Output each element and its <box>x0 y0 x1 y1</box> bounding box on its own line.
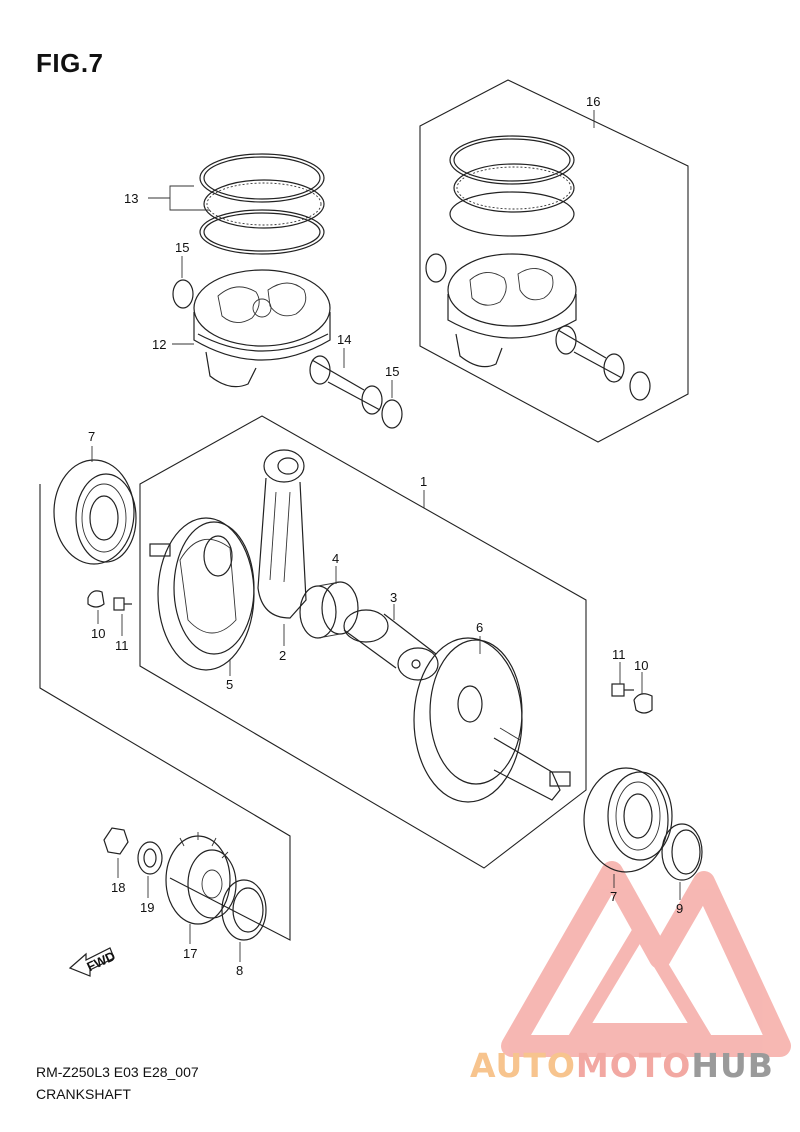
watermark-text: AUTOMOTOHUB <box>470 1046 774 1085</box>
nut-icon <box>103 827 129 855</box>
callout-19: 19 <box>140 900 154 915</box>
watermark-logo-icon <box>501 861 791 1057</box>
callout-7-left: 7 <box>88 429 95 444</box>
callout-10-left: 10 <box>91 626 105 641</box>
callout-10-right: 10 <box>634 658 648 673</box>
callout-3: 3 <box>390 590 397 605</box>
watermark-part-hub: HUB <box>691 1046 774 1085</box>
figure-title: FIG.7 <box>36 48 104 78</box>
bearing-icon <box>53 459 137 565</box>
fwd-arrow-icon: FWD <box>68 947 118 977</box>
watermark-part-moto: MOTO <box>575 1046 692 1085</box>
callout-15-upper: 15 <box>175 240 189 255</box>
callout-2: 2 <box>279 648 286 663</box>
piston-ring-set-icon <box>199 153 325 255</box>
oil-seal-icon <box>661 823 703 881</box>
piston-icon <box>193 269 331 388</box>
washer-icon <box>633 693 653 714</box>
diagram-name: CRANKSHAFT <box>36 1086 131 1102</box>
circlip-icon <box>381 399 403 429</box>
callout-17: 17 <box>183 946 197 961</box>
callout-11-left: 11 <box>115 638 129 653</box>
crank-web-icon <box>149 517 255 671</box>
watermark-part-auto: AUTO <box>470 1046 576 1085</box>
needle-bearing-icon <box>299 581 359 639</box>
connecting-rod-icon <box>257 449 307 619</box>
callout-12: 12 <box>152 337 166 352</box>
bolt-icon <box>113 597 132 611</box>
gear-icon <box>165 832 237 925</box>
washer-icon <box>137 841 163 875</box>
piston-pin-icon <box>309 355 383 415</box>
piston-kit-group-box <box>419 79 689 443</box>
crankshaft-group-box <box>139 415 587 869</box>
callout-7-right: 7 <box>610 889 617 904</box>
callout-18: 18 <box>111 880 125 895</box>
callout-6: 6 <box>476 620 483 635</box>
washer-icon <box>87 590 105 608</box>
crank-pin-icon <box>343 609 439 681</box>
callout-5: 5 <box>226 677 233 692</box>
fwd-label: FWD <box>84 948 117 974</box>
callout-15-lower: 15 <box>385 364 399 379</box>
callout-4: 4 <box>332 551 339 566</box>
left-group-outline <box>39 484 291 941</box>
crank-web-icon <box>413 637 571 803</box>
circlip-icon <box>172 279 194 309</box>
callout-9: 9 <box>676 901 683 916</box>
callout-1: 1 <box>420 474 427 489</box>
oil-seal-icon <box>221 879 267 941</box>
callout-13: 13 <box>124 191 138 206</box>
callout-16: 16 <box>586 94 600 109</box>
bearing-icon <box>583 767 673 873</box>
callout-14: 14 <box>337 332 351 347</box>
diagram-code: RM-Z250L3 E03 E28_007 <box>36 1064 199 1080</box>
callout-8: 8 <box>236 963 243 978</box>
callout-11-right: 11 <box>612 647 626 662</box>
piston-kit-icon <box>425 135 651 401</box>
bolt-icon <box>611 683 634 697</box>
